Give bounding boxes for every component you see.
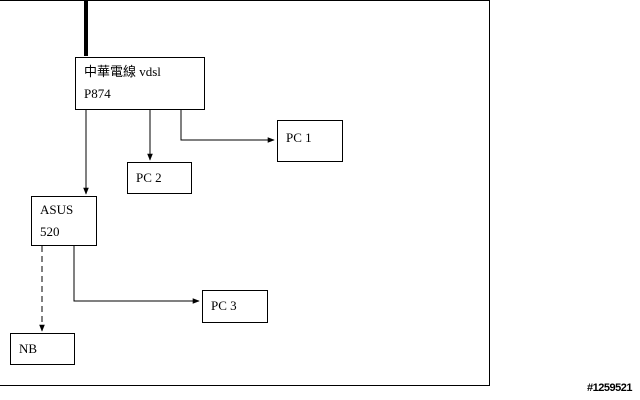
- node-pc2-label: PC 2: [136, 170, 162, 185]
- image-id-watermark: #1259521: [587, 382, 632, 394]
- node-nb-label: NB: [19, 341, 38, 356]
- node-pc2: PC 2: [127, 162, 192, 194]
- node-pc1: PC 1: [277, 120, 343, 162]
- node-pc3-label: PC 3: [211, 298, 237, 313]
- diagram-frame: [0, 0, 490, 386]
- node-modem-line-2: P874: [84, 86, 111, 101]
- node-router-line-1: ASUS: [40, 202, 74, 217]
- node-router: ASUS 520: [31, 196, 97, 246]
- edge-router-pc3: [73, 246, 200, 304]
- node-pc1-label: PC 1: [286, 130, 312, 145]
- node-modem-line-1: 中華電線 vdsl: [84, 64, 161, 79]
- node-pc3: PC 3: [202, 290, 268, 323]
- edge-modem-pc1: [180, 110, 275, 143]
- node-nb: NB: [10, 333, 75, 365]
- node-modem: 中華電線 vdsl P874: [75, 57, 205, 110]
- node-router-line-2: 520: [40, 224, 60, 239]
